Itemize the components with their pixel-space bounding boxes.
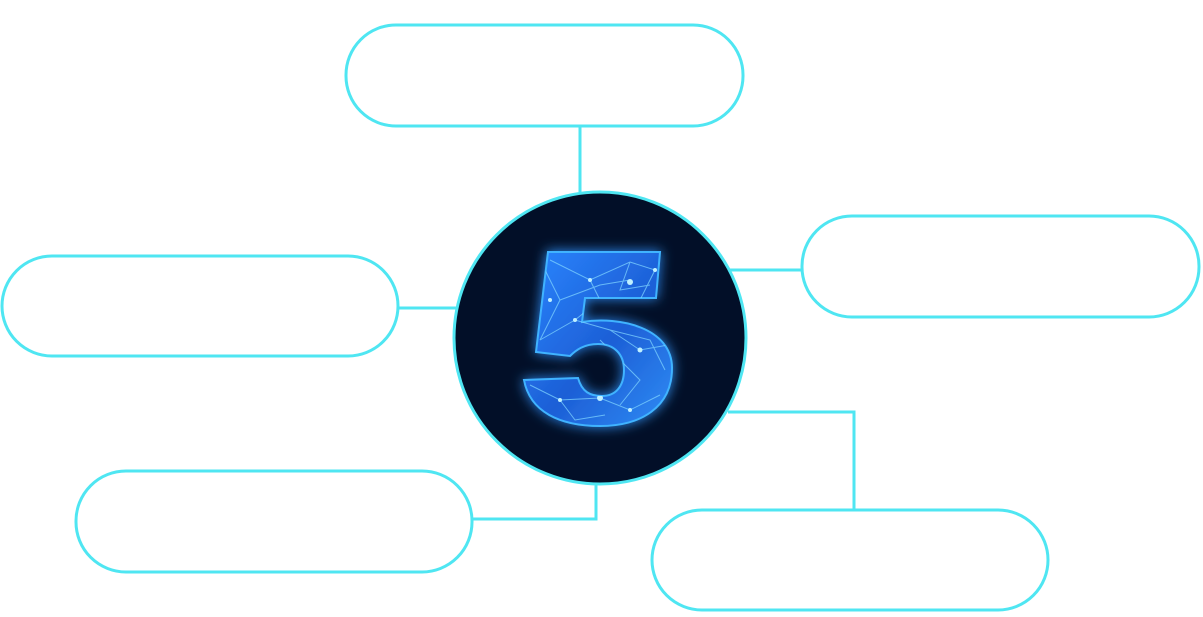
connector-bottom-right (728, 410, 856, 510)
pill-box-right[interactable] (800, 214, 1201, 319)
connector-lines (398, 127, 856, 521)
pill-box-top[interactable] (344, 23, 745, 128)
center-node: 5 (452, 190, 748, 486)
network-number-five-icon (522, 251, 674, 428)
pill-box-bottom-right[interactable] (650, 508, 1050, 612)
pill-box-left[interactable] (0, 254, 400, 358)
connector-bottom-left (472, 484, 598, 521)
digit-network-nodes (548, 268, 657, 412)
pill-box-bottom-left[interactable] (74, 469, 474, 574)
